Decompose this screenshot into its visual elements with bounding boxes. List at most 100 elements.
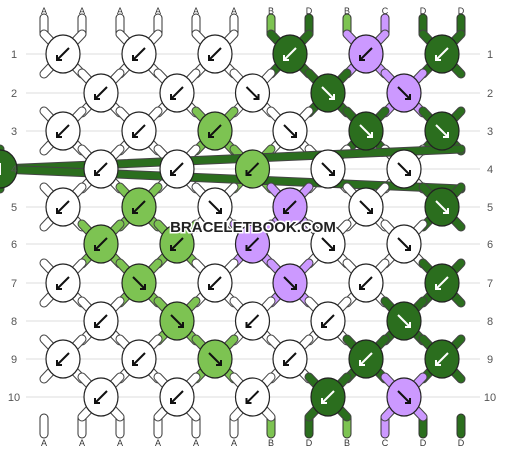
- knot[interactable]: [121, 263, 157, 303]
- knot[interactable]: [272, 111, 308, 151]
- arrow-down-right-icon: [321, 237, 335, 251]
- knot[interactable]: [386, 301, 422, 341]
- arrow-down-left-icon: [94, 162, 108, 176]
- knot[interactable]: [197, 339, 233, 379]
- knot[interactable]: [348, 263, 384, 303]
- knot[interactable]: [424, 187, 460, 227]
- knot[interactable]: [45, 187, 81, 227]
- arrowhead-icon: [170, 398, 176, 404]
- row-label-right: 1: [487, 49, 493, 61]
- knot[interactable]: [83, 73, 119, 113]
- knot[interactable]: [159, 73, 195, 113]
- knot[interactable]: [121, 111, 157, 151]
- knot[interactable]: [234, 149, 271, 189]
- arrowhead-icon: [132, 360, 138, 366]
- arrow-down-right-icon: [435, 200, 449, 214]
- knot[interactable]: [272, 263, 308, 303]
- strand-label-top: A: [193, 6, 199, 16]
- arrowhead-icon: [132, 208, 138, 214]
- knot[interactable]: [310, 149, 346, 189]
- arrow-down-right-icon: [170, 314, 184, 328]
- knot[interactable]: [83, 301, 119, 341]
- knot[interactable]: [424, 111, 460, 151]
- arrow-down-right-icon: [397, 390, 411, 404]
- arrow-down-right-icon: [245, 86, 260, 100]
- arrowhead-icon: [367, 208, 373, 214]
- arrowhead-icon: [56, 284, 62, 290]
- knot[interactable]: [83, 377, 119, 417]
- knot[interactable]: [386, 377, 422, 417]
- knot[interactable]: [310, 224, 346, 264]
- arrowhead-icon: [359, 360, 365, 366]
- knot[interactable]: [159, 149, 195, 189]
- knot[interactable]: [121, 339, 157, 379]
- knot[interactable]: [386, 224, 422, 264]
- knot[interactable]: [159, 301, 195, 341]
- knot[interactable]: [45, 34, 81, 74]
- arrow-down-left-icon: [94, 237, 108, 251]
- arrowhead-icon: [435, 360, 441, 366]
- knot[interactable]: [424, 34, 460, 74]
- row-label-left: 9: [11, 354, 17, 366]
- arrowhead-icon: [56, 360, 62, 366]
- knot[interactable]: [348, 111, 384, 151]
- knot[interactable]: [272, 339, 308, 379]
- row-label-left: 7: [11, 278, 17, 290]
- arrow-down-left-icon: [435, 352, 449, 366]
- knot[interactable]: [348, 34, 384, 74]
- arrow-down-right-icon: [283, 124, 297, 138]
- knot[interactable]: [197, 111, 233, 151]
- arrowhead-icon: [170, 94, 176, 100]
- knot[interactable]: [424, 339, 460, 379]
- knot[interactable]: [159, 377, 195, 417]
- knot[interactable]: [272, 34, 308, 74]
- arrow-down-left-icon: [132, 47, 146, 61]
- arrow-down-left-icon: [170, 390, 184, 404]
- knot[interactable]: [386, 149, 422, 189]
- arrowhead-icon: [283, 208, 289, 214]
- row-label-left: 2: [11, 88, 17, 100]
- arrowhead-icon: [405, 322, 411, 328]
- arrowhead-icon: [367, 132, 373, 138]
- knot[interactable]: [197, 263, 233, 303]
- knot[interactable]: [159, 224, 195, 264]
- knot[interactable]: [386, 73, 422, 113]
- knot[interactable]: [348, 339, 384, 379]
- knot[interactable]: [234, 73, 271, 113]
- row-label-left: 3: [11, 126, 17, 138]
- strand-label-bottom: A: [79, 438, 85, 448]
- knot[interactable]: [83, 224, 119, 264]
- knot[interactable]: [121, 187, 157, 227]
- knot[interactable]: [197, 34, 233, 74]
- arrowhead-icon: [253, 94, 260, 100]
- knot[interactable]: [234, 377, 271, 417]
- knot[interactable]: [348, 187, 384, 227]
- arrowhead-icon: [405, 170, 411, 176]
- arrowhead-icon: [216, 360, 222, 366]
- knot[interactable]: [45, 339, 81, 379]
- knot[interactable]: [234, 301, 271, 341]
- arrowhead-icon: [443, 208, 449, 214]
- knot[interactable]: [197, 187, 233, 227]
- arrow-down-left-icon: [132, 124, 146, 138]
- arrowhead-icon: [359, 284, 365, 290]
- arrow-down-left-icon: [359, 352, 373, 366]
- knot[interactable]: [310, 301, 346, 341]
- arrow-down-left-icon: [359, 276, 373, 290]
- knot[interactable]: [310, 73, 346, 113]
- arrowhead-icon: [132, 132, 138, 138]
- knot[interactable]: [0, 149, 18, 189]
- knot[interactable]: [45, 111, 81, 151]
- knot[interactable]: [424, 263, 460, 303]
- arrowhead-icon: [208, 284, 214, 290]
- arrow-down-left-icon: [359, 47, 373, 61]
- knot[interactable]: [272, 187, 308, 227]
- knot[interactable]: [121, 34, 157, 74]
- knot[interactable]: [234, 224, 271, 264]
- arrow-down-left-icon: [94, 314, 108, 328]
- knot[interactable]: [310, 377, 346, 417]
- row-label-left: 4: [11, 164, 17, 176]
- arrow-down-left-icon: [56, 352, 70, 366]
- knot[interactable]: [83, 149, 119, 189]
- knot[interactable]: [45, 263, 81, 303]
